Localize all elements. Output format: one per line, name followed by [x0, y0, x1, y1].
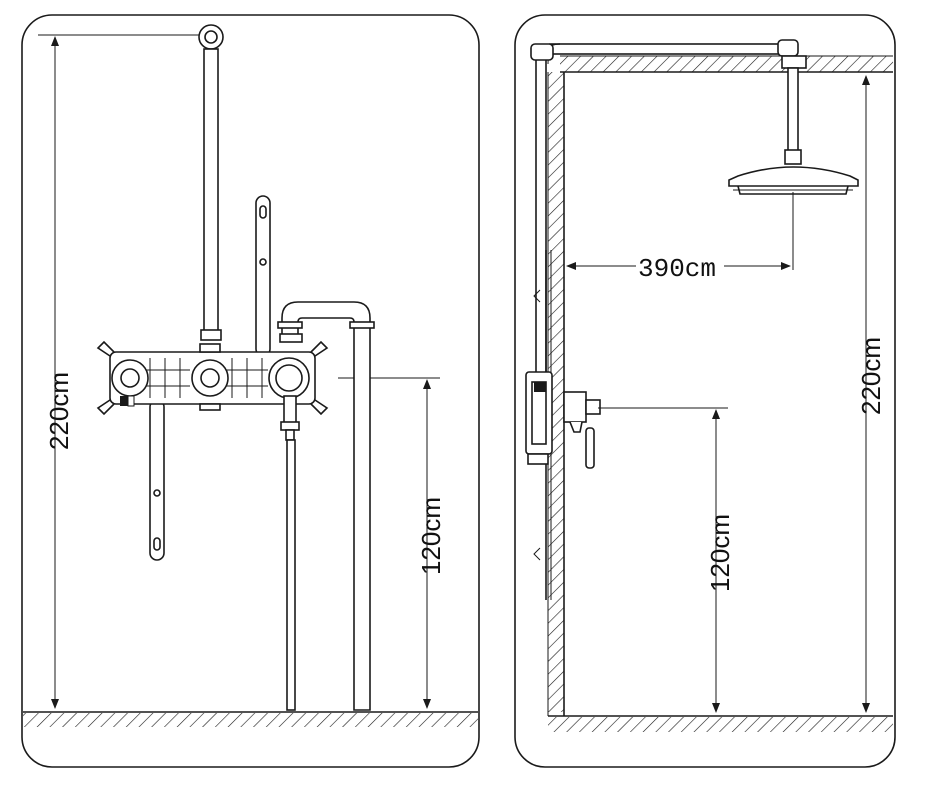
head-distance-label: 390cm: [638, 254, 716, 284]
left-total-height-label: 220cm: [44, 372, 74, 450]
right-panel-frame: [514, 14, 896, 768]
diverter-handle: [280, 395, 300, 441]
hand-shower-supply-pipe: [286, 439, 296, 711]
right-total-height-label: 220cm: [856, 337, 886, 415]
shower-head-assembly: [728, 67, 859, 195]
upper-mounting-bracket: [255, 195, 271, 357]
left-valve-height-dimension: 120cm: [338, 377, 446, 709]
left-valve-height-label: 120cm: [416, 497, 446, 575]
left-panel-frame: [21, 14, 480, 768]
ceiling-supply-pipe: [530, 39, 807, 381]
right-valve-height-dimension: 120cm: [598, 407, 735, 713]
top-elbow-fitting: [198, 24, 224, 50]
ceiling: [560, 55, 893, 73]
left-panel: 220cm 120cm: [21, 14, 480, 768]
left-total-height-dimension: 220cm: [38, 34, 205, 709]
riser-pipe: [203, 48, 219, 333]
right-valve-height-label: 120cm: [705, 514, 735, 592]
lower-mounting-bracket: [149, 399, 165, 561]
right-floor: [548, 715, 893, 732]
concealed-valve-body: [96, 340, 329, 416]
right-total-height-dimension: 220cm: [856, 75, 886, 713]
left-floor: [23, 711, 478, 727]
supply-pipe-loop: [277, 301, 375, 711]
right-panel: 390cm 220cm 120cm: [514, 14, 896, 768]
head-distance-dimension: 390cm: [566, 192, 794, 284]
wall-valve: [525, 371, 601, 469]
